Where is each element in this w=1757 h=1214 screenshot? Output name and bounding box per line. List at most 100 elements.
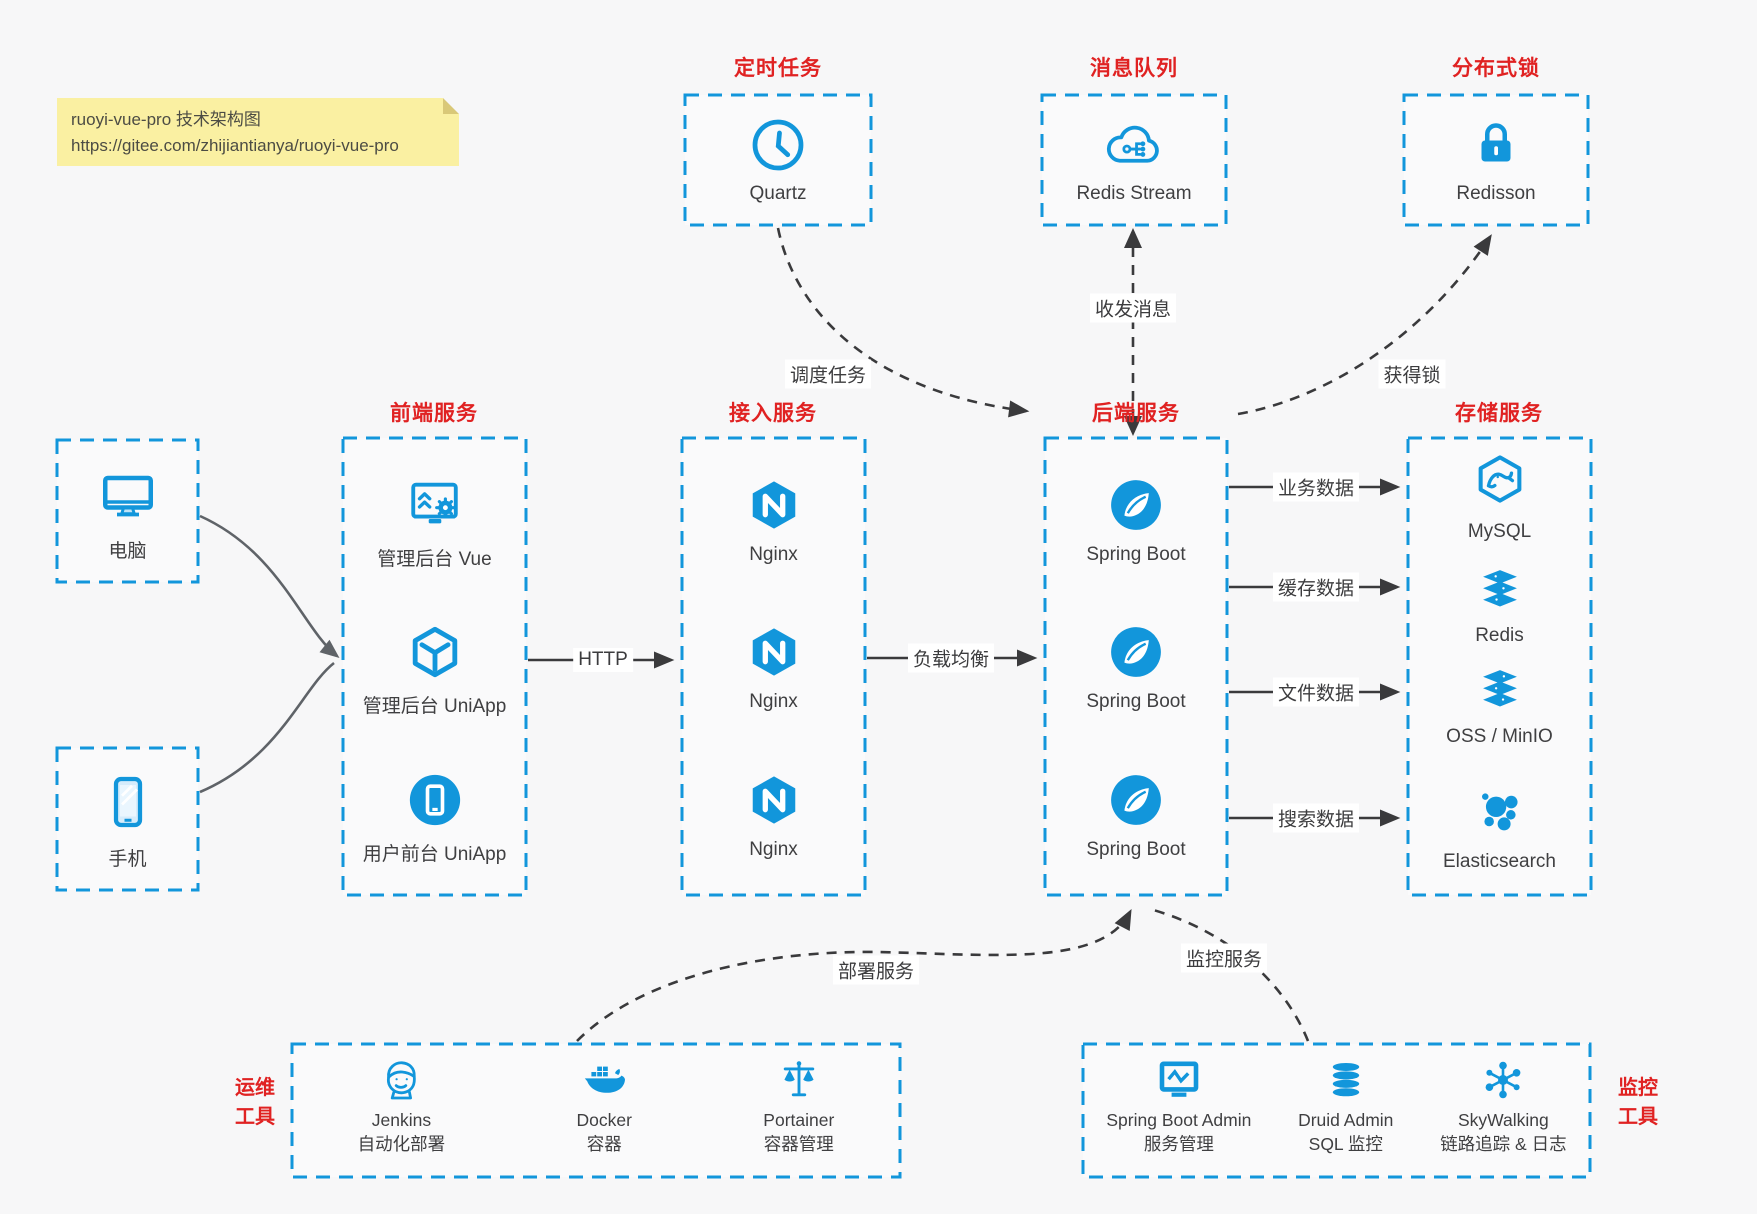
node-sublabel: 容器管理: [763, 1133, 834, 1154]
ops-tools-side-label: 运维 工具: [235, 1077, 275, 1128]
edge-label-business-data: 业务数据: [1272, 472, 1360, 502]
column-access: Nginx Nginx Nginx: [682, 438, 865, 895]
node-label: SkyWalking: [1458, 1110, 1549, 1130]
portainer-icon: [783, 1061, 815, 1097]
edge-send-receive-arrowhead-down: [1124, 416, 1142, 436]
storage-stack-icon: [1482, 670, 1517, 707]
title-access: 接入服务: [729, 402, 817, 425]
node-phone: 手机: [57, 748, 198, 890]
elasticsearch-icon: [1481, 793, 1518, 831]
title-frontend: 前端服务: [390, 402, 478, 425]
nginx-icon: [752, 628, 795, 676]
note-url: https://gitee.com/zhijiantianya/ruoyi-vu…: [71, 135, 399, 155]
jenkins-icon: [387, 1061, 417, 1100]
title-storage: 存储服务: [1455, 402, 1543, 425]
node-label: 电脑: [108, 541, 147, 562]
node-quartz: Quartz: [685, 95, 871, 225]
node-label: Nginx: [749, 544, 798, 565]
lock-icon: [1481, 123, 1511, 162]
spring-icon: [1111, 627, 1161, 677]
node-label: 手机: [108, 849, 147, 870]
node-label: 管理后台 UniApp: [362, 696, 507, 717]
node-label: Docker: [576, 1110, 632, 1130]
edge-label-load-balance: 负载均衡: [907, 643, 995, 673]
user-app-icon: [409, 774, 460, 826]
sticky-note: ruoyi-vue-pro 技术架构图 https://gitee.com/zh…: [57, 98, 459, 166]
node-label: Quartz: [749, 183, 807, 204]
mobile-icon: [113, 776, 142, 828]
node-sublabel: SQL 监控: [1308, 1133, 1383, 1154]
cloud-stream-icon: [1106, 125, 1159, 163]
column-backend: Spring Boot Spring Boot Spring Boot: [1045, 438, 1227, 895]
edge-label-monitor: 监控服务: [1180, 943, 1268, 973]
edge-label-http: HTTP: [573, 648, 633, 672]
node-sublabel: 服务管理: [1143, 1133, 1214, 1154]
redis-stack-icon: [1482, 570, 1517, 607]
node-spring-boot-admin: Spring Boot Admin 服务管理: [1106, 1056, 1251, 1156]
node-druid-admin: Druid Admin SQL 监控: [1298, 1056, 1393, 1156]
node-label: MySQL: [1467, 521, 1532, 542]
title-scheduled-jobs: 定时任务: [734, 57, 822, 80]
edge-label-schedule-task: 调度任务: [784, 359, 872, 389]
node-label: Redis: [1475, 625, 1524, 646]
node-label: Redisson: [1456, 183, 1536, 204]
node-label: Spring Boot: [1086, 544, 1186, 565]
spring-icon: [1111, 775, 1161, 825]
box-quartz: [683, 93, 873, 227]
title-backend: 后端服务: [1092, 402, 1180, 425]
title-distributed-lock: 分布式锁: [1452, 57, 1540, 80]
skywalking-icon: [1485, 1061, 1521, 1099]
node-portainer: Portainer 容器管理: [763, 1056, 834, 1156]
node-label: 管理后台 Vue: [377, 549, 492, 570]
clock-icon: [752, 119, 804, 171]
node-label: Spring Boot Admin: [1106, 1110, 1252, 1130]
edge-deploy: [576, 908, 1132, 1042]
edge-computer-frontend: [199, 514, 340, 659]
node-redisson: Redisson: [1404, 95, 1588, 225]
node-label: Druid Admin: [1298, 1110, 1394, 1130]
node-label: Nginx: [749, 839, 798, 860]
edge-phone-frontend: [199, 661, 335, 794]
edge-label-search-data: 搜索数据: [1272, 803, 1360, 833]
edge-acquire-lock: [1237, 234, 1492, 416]
node-skywalking: SkyWalking 链路追踪 & 日志: [1440, 1056, 1567, 1156]
node-label: Jenkins: [371, 1110, 432, 1130]
edge-label-send-receive: 收发消息: [1089, 293, 1177, 323]
edge-label-file-data: 文件数据: [1272, 677, 1360, 707]
nginx-icon: [752, 776, 795, 824]
node-docker: Docker 容器: [577, 1056, 632, 1156]
edge-label-acquire-lock: 获得锁: [1378, 359, 1446, 389]
node-label: OSS / MinIO: [1446, 726, 1553, 747]
edge-label-cache-data: 缓存数据: [1272, 572, 1360, 602]
group-monitor-tools: Spring Boot Admin 服务管理 Druid Admin SQL 监…: [1083, 1044, 1590, 1177]
node-label: Elasticsearch: [1443, 851, 1556, 872]
node-jenkins: Jenkins 自动化部署: [357, 1056, 446, 1156]
node-label: Nginx: [749, 691, 798, 712]
node-sublabel: 链路追踪 & 日志: [1440, 1133, 1567, 1154]
mysql-icon: [1478, 455, 1521, 503]
box-storage: [1406, 436, 1593, 897]
edge-schedule-task: [776, 227, 1030, 418]
gear-glyph: [434, 497, 456, 518]
column-storage: MySQL Redis OSS / MinIO: [1408, 438, 1591, 895]
column-frontend: 管理后台 Vue 管理后台 UniApp 用户前台 UniApp: [343, 438, 526, 895]
node-label: Portainer: [763, 1110, 835, 1130]
node-computer: 电脑: [57, 440, 198, 582]
spring-icon: [1111, 480, 1161, 530]
node-sublabel: 自动化部署: [357, 1133, 446, 1154]
node-sublabel: 容器: [586, 1133, 622, 1154]
title-message-queue: 消息队列: [1090, 57, 1178, 80]
desktop-icon: [102, 475, 153, 517]
edge-send-receive-arrowhead-up: [1124, 228, 1142, 248]
node-label: Spring Boot: [1086, 839, 1186, 860]
edge-monitor: [1149, 907, 1310, 1042]
note-title: ruoyi-vue-pro 技术架构图: [71, 110, 261, 129]
group-ops-tools: Jenkins 自动化部署 Docker 容器: [292, 1044, 900, 1177]
admin-vue-icon: [410, 482, 458, 524]
node-label: Spring Boot: [1086, 691, 1186, 712]
node-label: Redis Stream: [1076, 183, 1192, 204]
cube-icon: [412, 626, 457, 678]
node-label: 用户前台 UniApp: [362, 844, 507, 865]
druid-icon: [1332, 1062, 1359, 1097]
